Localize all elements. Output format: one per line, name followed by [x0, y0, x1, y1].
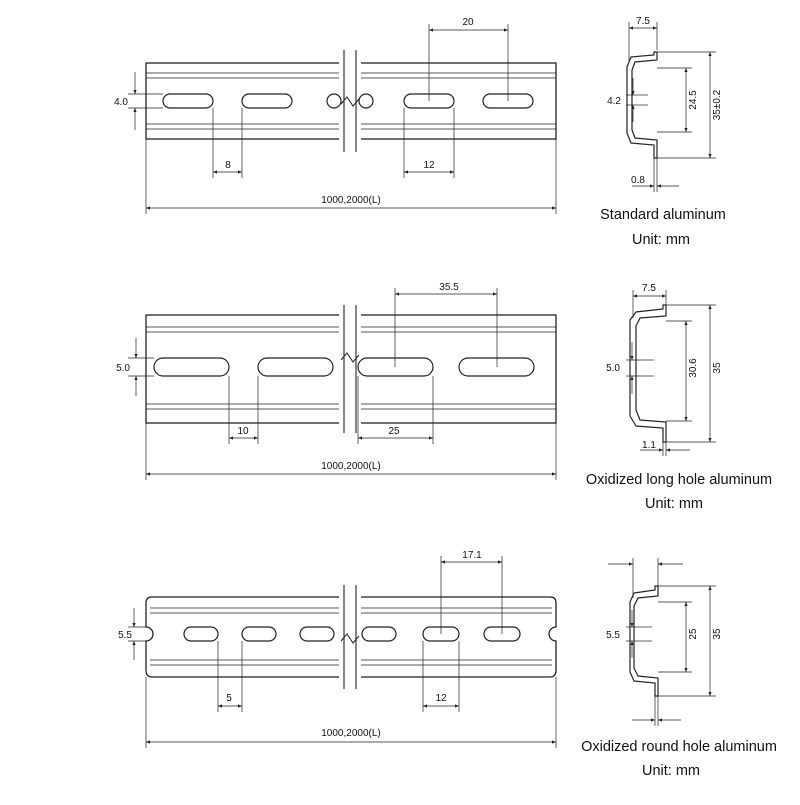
hole-width-dimension: 4.0	[114, 97, 128, 108]
profile-height-dimension: 35±0.2	[712, 89, 723, 120]
rail-long-hole-profile: 7.5 30.6 35 5.0 1.1	[606, 283, 723, 456]
rail-length-dimension: 1000,2000(L)	[321, 728, 381, 739]
rail-long-hole-top-view: 35.5 10 25 5.0 1000,2000(L)	[116, 282, 557, 480]
slot-row	[162, 93, 534, 109]
hole-length-dimension: 25	[388, 426, 400, 437]
profile-hole-dimension: 5.0	[606, 363, 620, 374]
unit-label-long-hole: Unit: mm	[645, 496, 703, 512]
rail-round-hole-profile: 25 35 5.5	[606, 558, 723, 726]
profile-thickness-dimension: 0.8	[631, 175, 645, 186]
profile-hole-dimension: 5.5	[606, 630, 620, 641]
hole-gap-dimension: 10	[237, 426, 249, 437]
profile-height-dimension: 35	[712, 628, 723, 640]
rail-length-dimension: 1000,2000(L)	[321, 461, 381, 472]
profile-height-dimension: 35	[712, 362, 723, 374]
slot-row	[153, 357, 535, 377]
hole-pitch-dimension: 17.1	[462, 550, 482, 561]
hole-gap-dimension: 8	[225, 160, 231, 171]
rail-standard-profile: 7.5 24.5 35±0.2 4.2 0.8	[607, 16, 723, 192]
hole-gap-dimension: 5	[226, 693, 232, 704]
profile-width-dimension: 7.5	[636, 16, 650, 27]
profile-inner-dimension: 30.6	[688, 358, 699, 378]
unit-label-round-hole: Unit: mm	[642, 763, 700, 779]
profile-hole-dimension: 4.2	[607, 96, 621, 107]
rail-round-hole-top-view: 17.1 5 12 5.5 1000,2000(L)	[118, 550, 557, 748]
hole-width-dimension: 5.0	[116, 363, 130, 374]
hole-width-dimension: 5.5	[118, 630, 132, 641]
profile-inner-dimension: 25	[688, 628, 699, 640]
caption-standard: Standard aluminum	[600, 207, 726, 223]
caption-long-hole: Oxidized long hole aluminum	[586, 472, 772, 488]
caption-round-hole: Oxidized round hole aluminum	[581, 739, 777, 755]
profile-inner-dimension: 24.5	[688, 90, 699, 110]
unit-label-standard: Unit: mm	[632, 232, 690, 248]
profile-thickness-dimension: 1.1	[642, 440, 656, 451]
profile-width-dimension: 7.5	[642, 283, 656, 294]
hole-length-dimension: 12	[435, 693, 447, 704]
hole-pitch-dimension: 35.5	[439, 282, 459, 293]
rail-standard-top-view: 20 8 12 4.0 1000,2000(L)	[114, 17, 557, 214]
rail-length-dimension: 1000,2000(L)	[321, 195, 381, 206]
hole-length-dimension: 12	[423, 160, 435, 171]
hole-pitch-dimension: 20	[462, 17, 474, 28]
